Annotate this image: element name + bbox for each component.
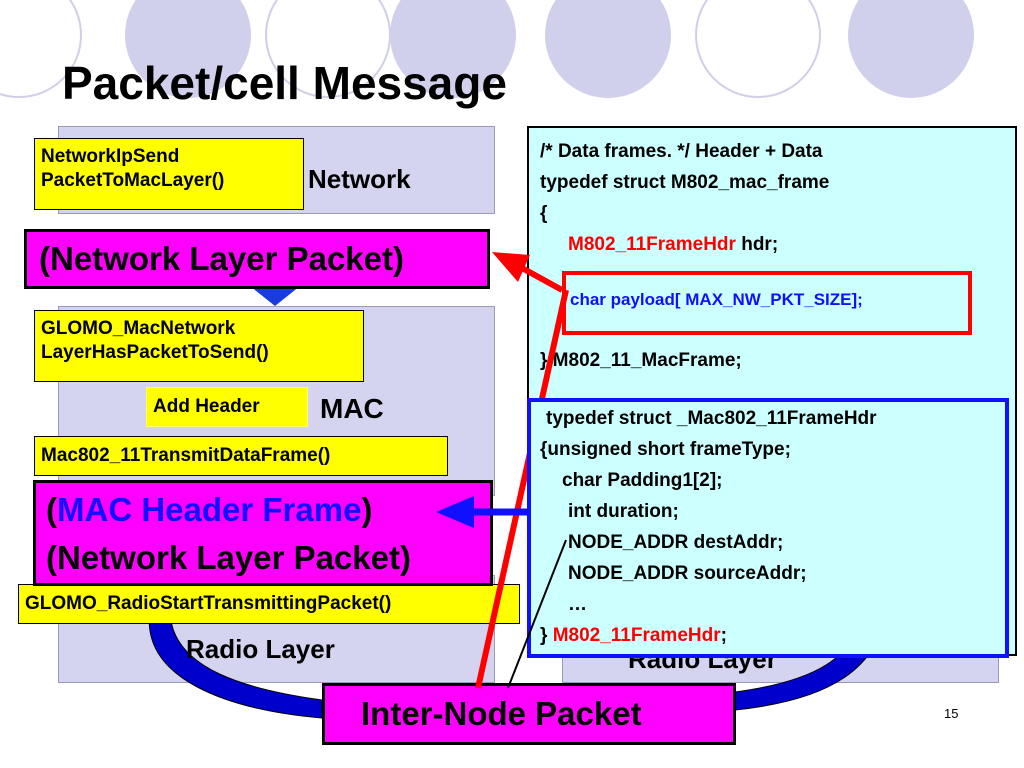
add-header-label: Add Header (146, 387, 308, 427)
mac-frame-open-paren: ( (46, 491, 57, 528)
network-send-line-2: PacketToMacLayer() (41, 170, 225, 191)
frame-hdr-code-line-8: } M802_11FrameHdr; (540, 620, 727, 651)
network-send-function: NetworkIpSend PacketToMacLayer() (34, 138, 304, 210)
mac-network-function: GLOMO_MacNetwork LayerHasPacketToSend() (34, 310, 364, 382)
mac-frame-hdr-type: M802_11FrameHdr (568, 234, 736, 255)
frame-hdr-code-line-3: char Padding1[2]; (562, 470, 723, 491)
frame-hdr-code-line-4: int duration; (568, 501, 679, 522)
mac-frame-hdr-field: hdr; (735, 234, 779, 255)
frame-hdr-code-line-2: {unsigned short frameType; (540, 439, 791, 460)
frame-hdr-code-line-5: NODE_ADDR destAddr; (568, 532, 784, 553)
frame-hdr-code-line-7: … (568, 594, 587, 615)
inter-node-packet: Inter-Node Packet (322, 683, 736, 745)
mac-frame-code-line-5: char payload[ MAX_NW_PKT_SIZE]; (570, 290, 863, 309)
network-send-line-1: NetworkIpSend (41, 146, 180, 167)
page-title: Packet/cell Message (62, 57, 507, 109)
network-layer-packet: (Network Layer Packet) (24, 229, 490, 289)
mac-frame-code-line-4: M802_11FrameHdr hdr; (568, 229, 778, 260)
mac-header-frame-label: MAC Header Frame (57, 491, 362, 528)
mac-network-line-1: GLOMO_MacNetwork (41, 318, 236, 339)
decor-circle-4 (390, 0, 516, 98)
mac-network-layer-packet: (Network Layer Packet) (46, 539, 411, 576)
decor-circle-7 (848, 0, 974, 98)
mac-frame-code-line-2: typedef struct M802_mac_frame (540, 172, 830, 193)
decor-circle-6 (695, 0, 821, 98)
mac-layer-label: MAC (320, 393, 384, 424)
network-layer-label: Network (308, 164, 411, 194)
mac-network-line-2: LayerHasPacketToSend() (41, 342, 269, 363)
mac-frame-code-line-1: /* Data frames. */ Header + Data (540, 141, 823, 162)
frame-hdr-close-brace: } (540, 625, 553, 646)
frame-hdr-code-panel (527, 398, 1009, 658)
transmit-data-function: Mac802_11TransmitDataFrame() (34, 436, 448, 476)
frame-hdr-code-line-1: typedef struct _Mac802_11FrameHdr (546, 408, 877, 429)
mac-frame-packet: (MAC Header Frame) (Network Layer Packet… (33, 480, 493, 586)
mac-frame-line-1: (MAC Header Frame) (46, 486, 490, 534)
frame-hdr-type-name: M802_11FrameHdr (552, 625, 721, 646)
payload-highlight-box (562, 271, 972, 335)
mac-frame-code-line-3: { (540, 203, 548, 224)
decor-circle-2 (125, 0, 251, 98)
decor-circle-5 (545, 0, 671, 98)
mac-frame-code-line-6: } M802_11_MacFrame; (540, 350, 742, 371)
frame-hdr-code-line-6: NODE_ADDR sourceAddr; (568, 563, 807, 584)
radio-layer-label-left: Radio Layer (186, 634, 335, 664)
frame-hdr-semicolon: ; (720, 625, 727, 646)
mac-frame-close-paren: ) (361, 491, 373, 528)
page-number: 15 (944, 706, 959, 721)
